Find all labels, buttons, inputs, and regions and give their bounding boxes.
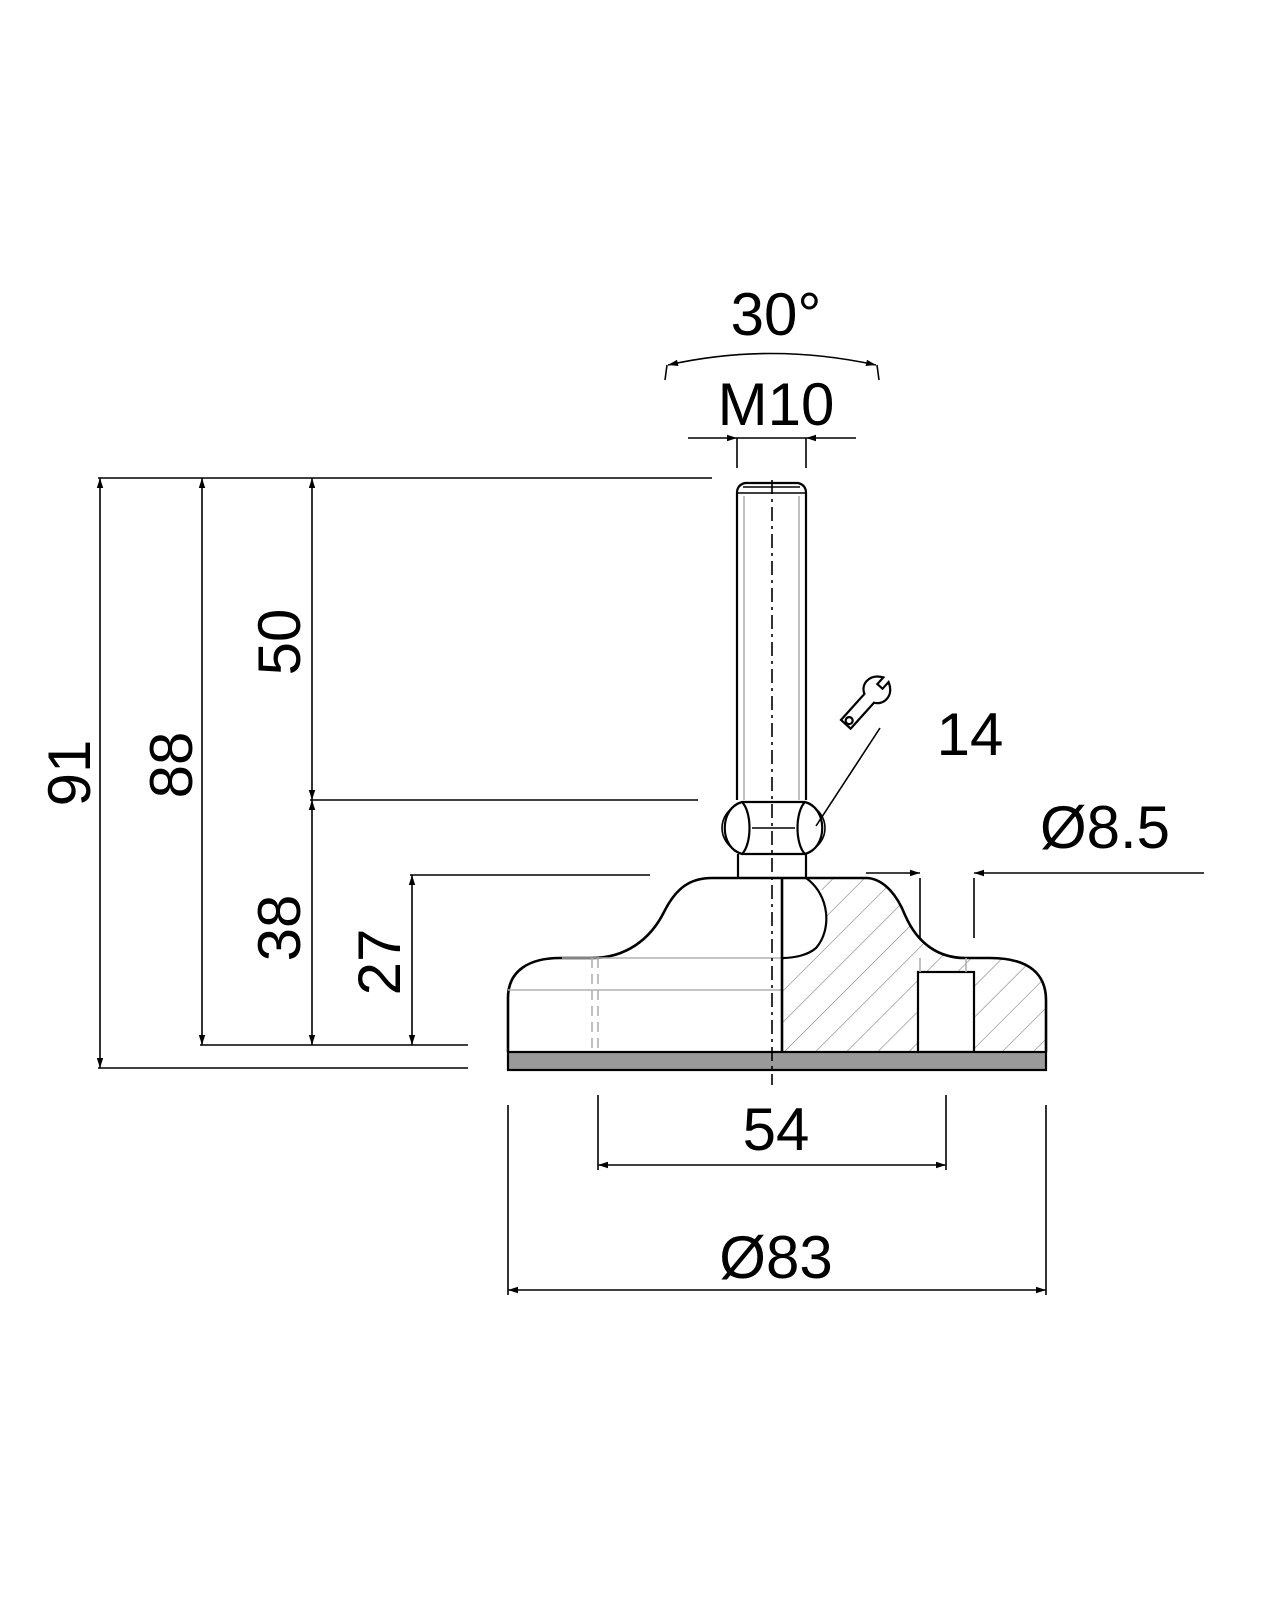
height-38-label: 38 — [246, 895, 313, 962]
base-body — [506, 876, 1048, 1072]
wrench-size-label: 14 — [937, 701, 1004, 768]
thread-length-label: 50 — [246, 609, 313, 676]
overall-height-label: 91 — [36, 740, 103, 807]
base-diameter-label: Ø83 — [719, 1224, 832, 1291]
dimension-labels: 30° M10 91 88 50 38 27 14 Ø8.5 54 Ø83 — [36, 281, 1170, 1291]
hex-nut — [721, 800, 826, 856]
inner-width-label: 54 — [743, 1096, 810, 1163]
base-height-label: 27 — [346, 929, 413, 996]
angle-label: 30° — [731, 281, 822, 348]
thread-label: M10 — [718, 371, 835, 438]
leveling-foot-part — [506, 480, 1048, 1085]
height-88-label: 88 — [138, 732, 205, 799]
dimension-lines — [96, 352, 1204, 1295]
wrench-icon — [839, 675, 892, 731]
hole-diameter-label: Ø8.5 — [1040, 794, 1170, 861]
